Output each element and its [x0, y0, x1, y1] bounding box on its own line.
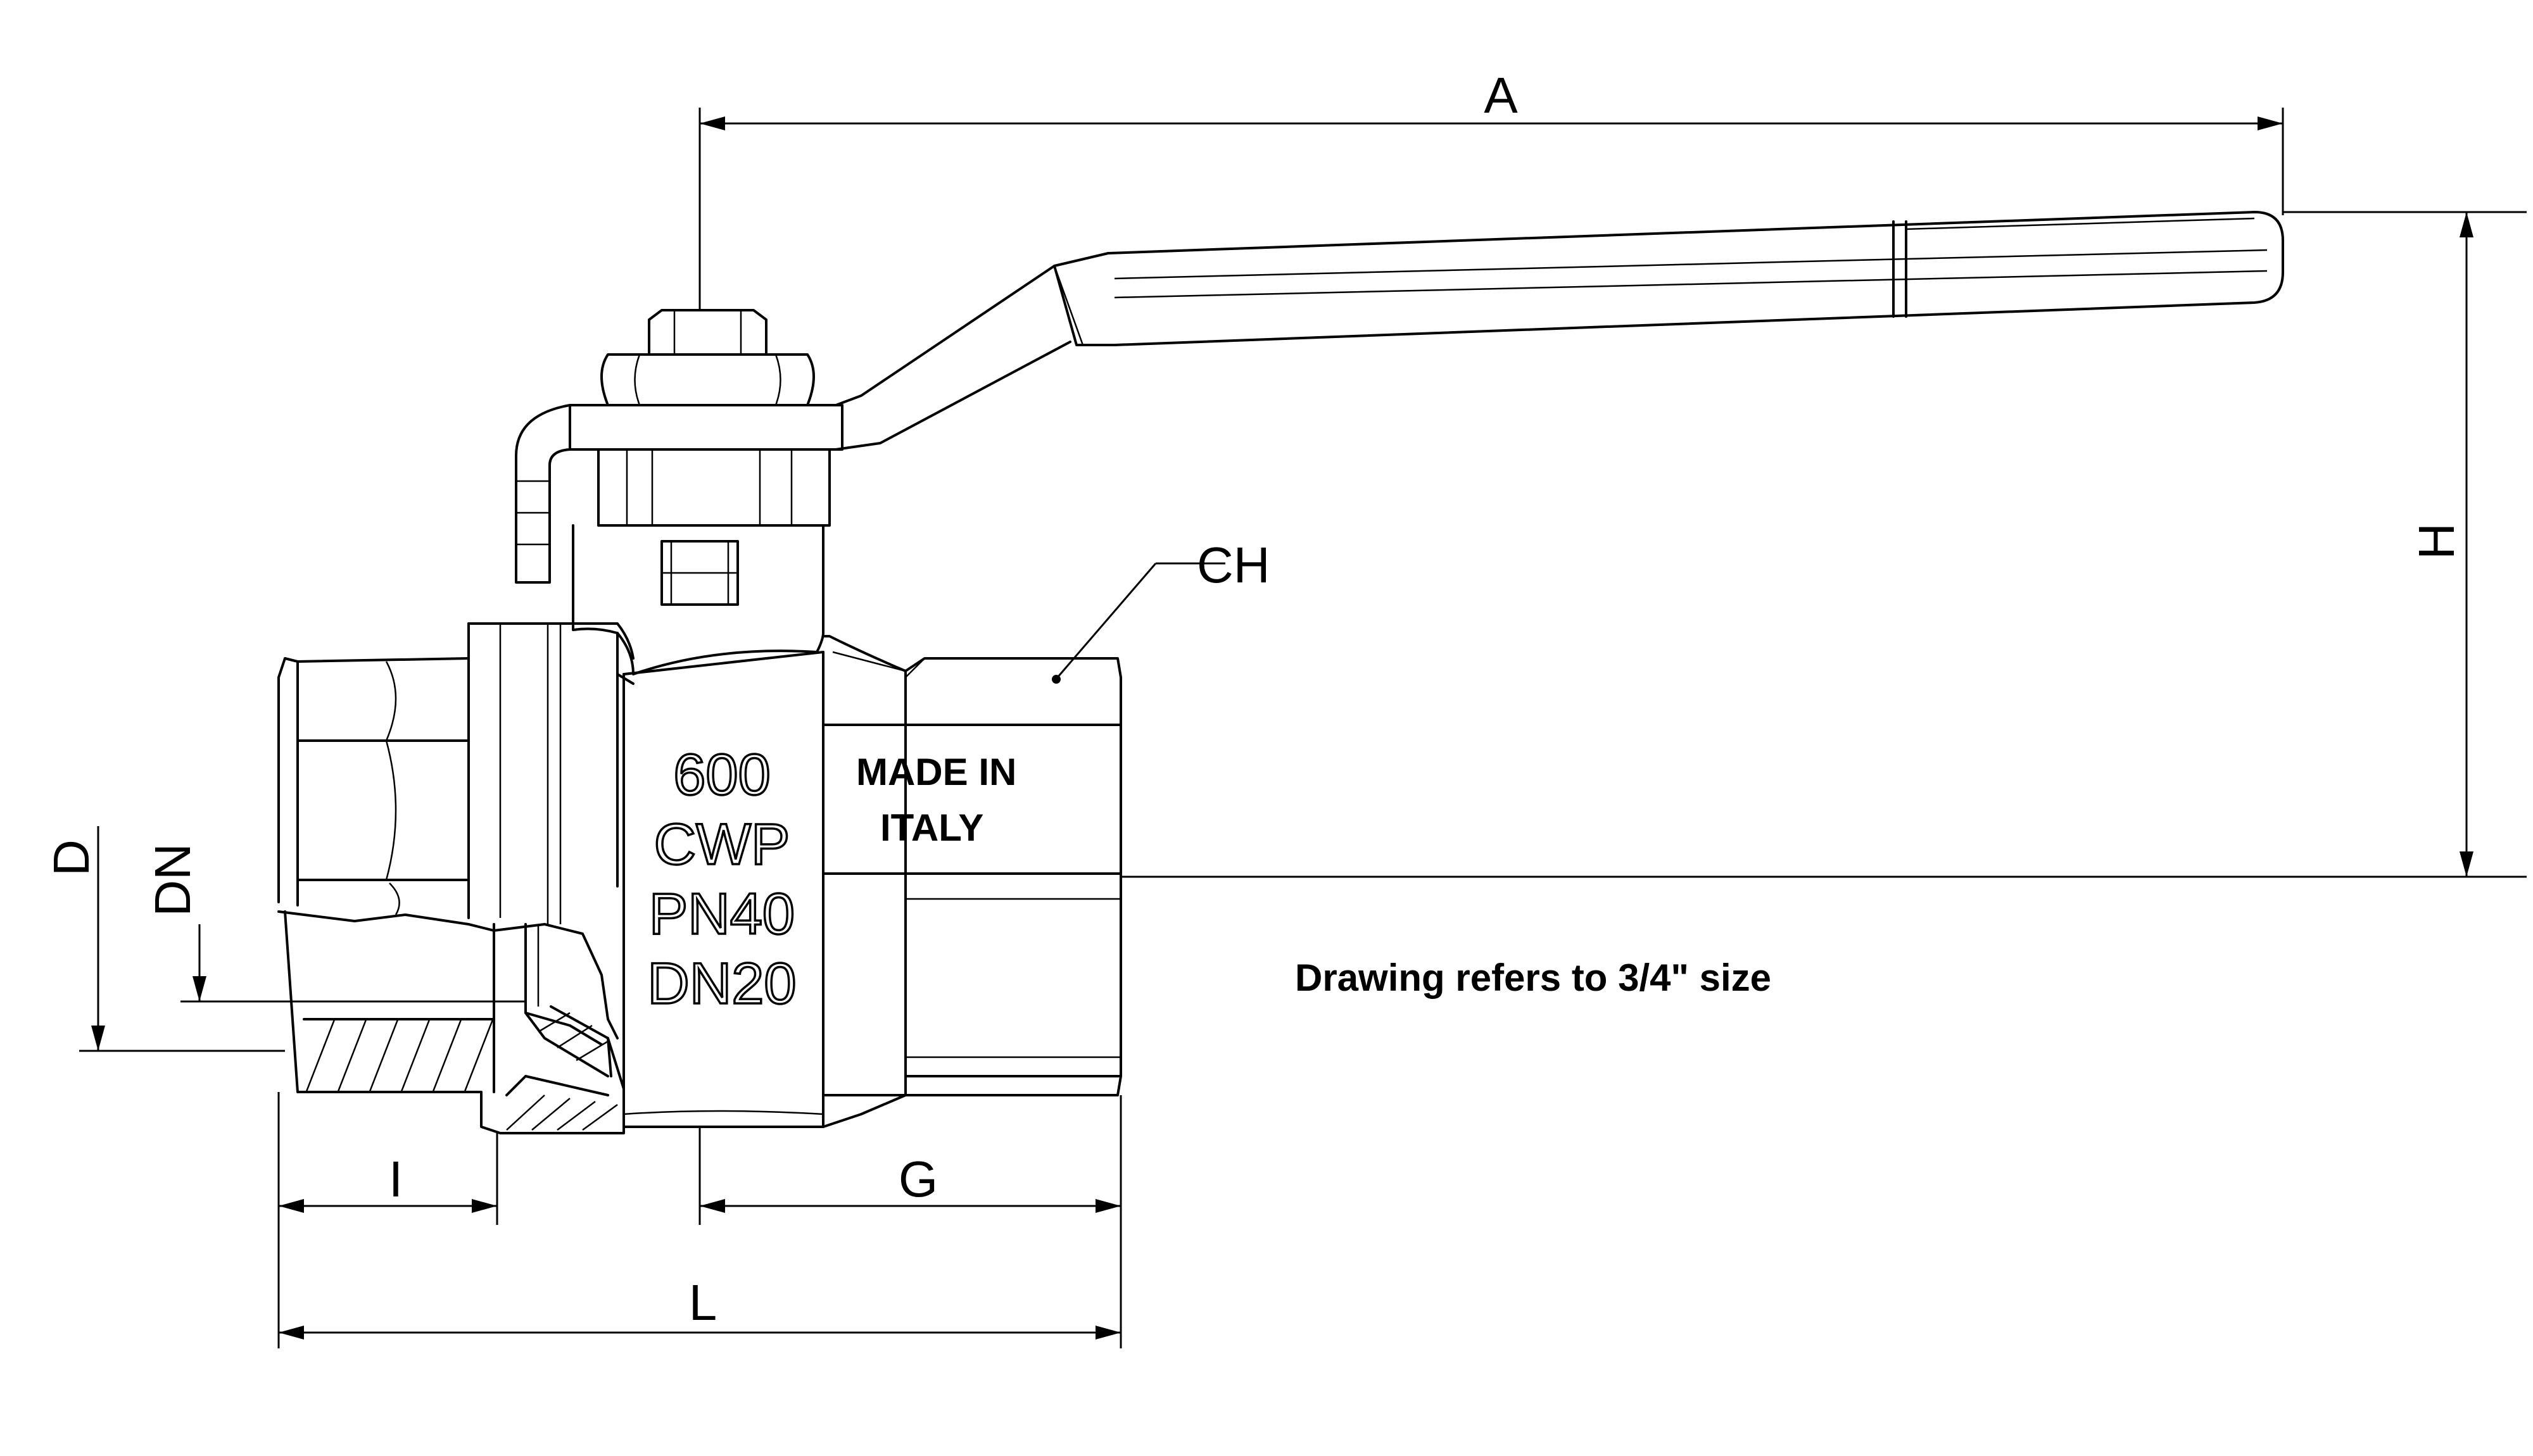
marking-dn20: DN20 [647, 951, 796, 1016]
origin-italy: ITALY [880, 806, 983, 849]
right-threaded-end [822, 657, 1122, 1096]
dim-label-CH: CH [1197, 537, 1270, 593]
body-top-curve [622, 651, 824, 675]
dim-label-L: L [689, 1274, 717, 1331]
dim-label-D: D [43, 839, 99, 876]
marking-cwp: CWP [654, 812, 790, 877]
stem-nut [572, 309, 831, 634]
dimension-lines [79, 108, 2527, 1348]
lever-handle [515, 211, 2284, 584]
dim-label-G: G [899, 1151, 938, 1207]
dim-label-I: I [389, 1151, 403, 1207]
dim-label-DN: DN [144, 843, 201, 917]
marking-600: 600 [673, 743, 771, 807]
dim-label-A: A [1484, 67, 1518, 123]
left-threaded-end [277, 657, 625, 1134]
valve-body [467, 622, 907, 1128]
origin-made-in: MADE IN [856, 751, 1016, 793]
dim-label-H: H [2408, 523, 2465, 560]
drawing-size-note: Drawing refers to 3/4" size [1295, 957, 1771, 999]
marking-pn40: PN40 [649, 882, 795, 946]
